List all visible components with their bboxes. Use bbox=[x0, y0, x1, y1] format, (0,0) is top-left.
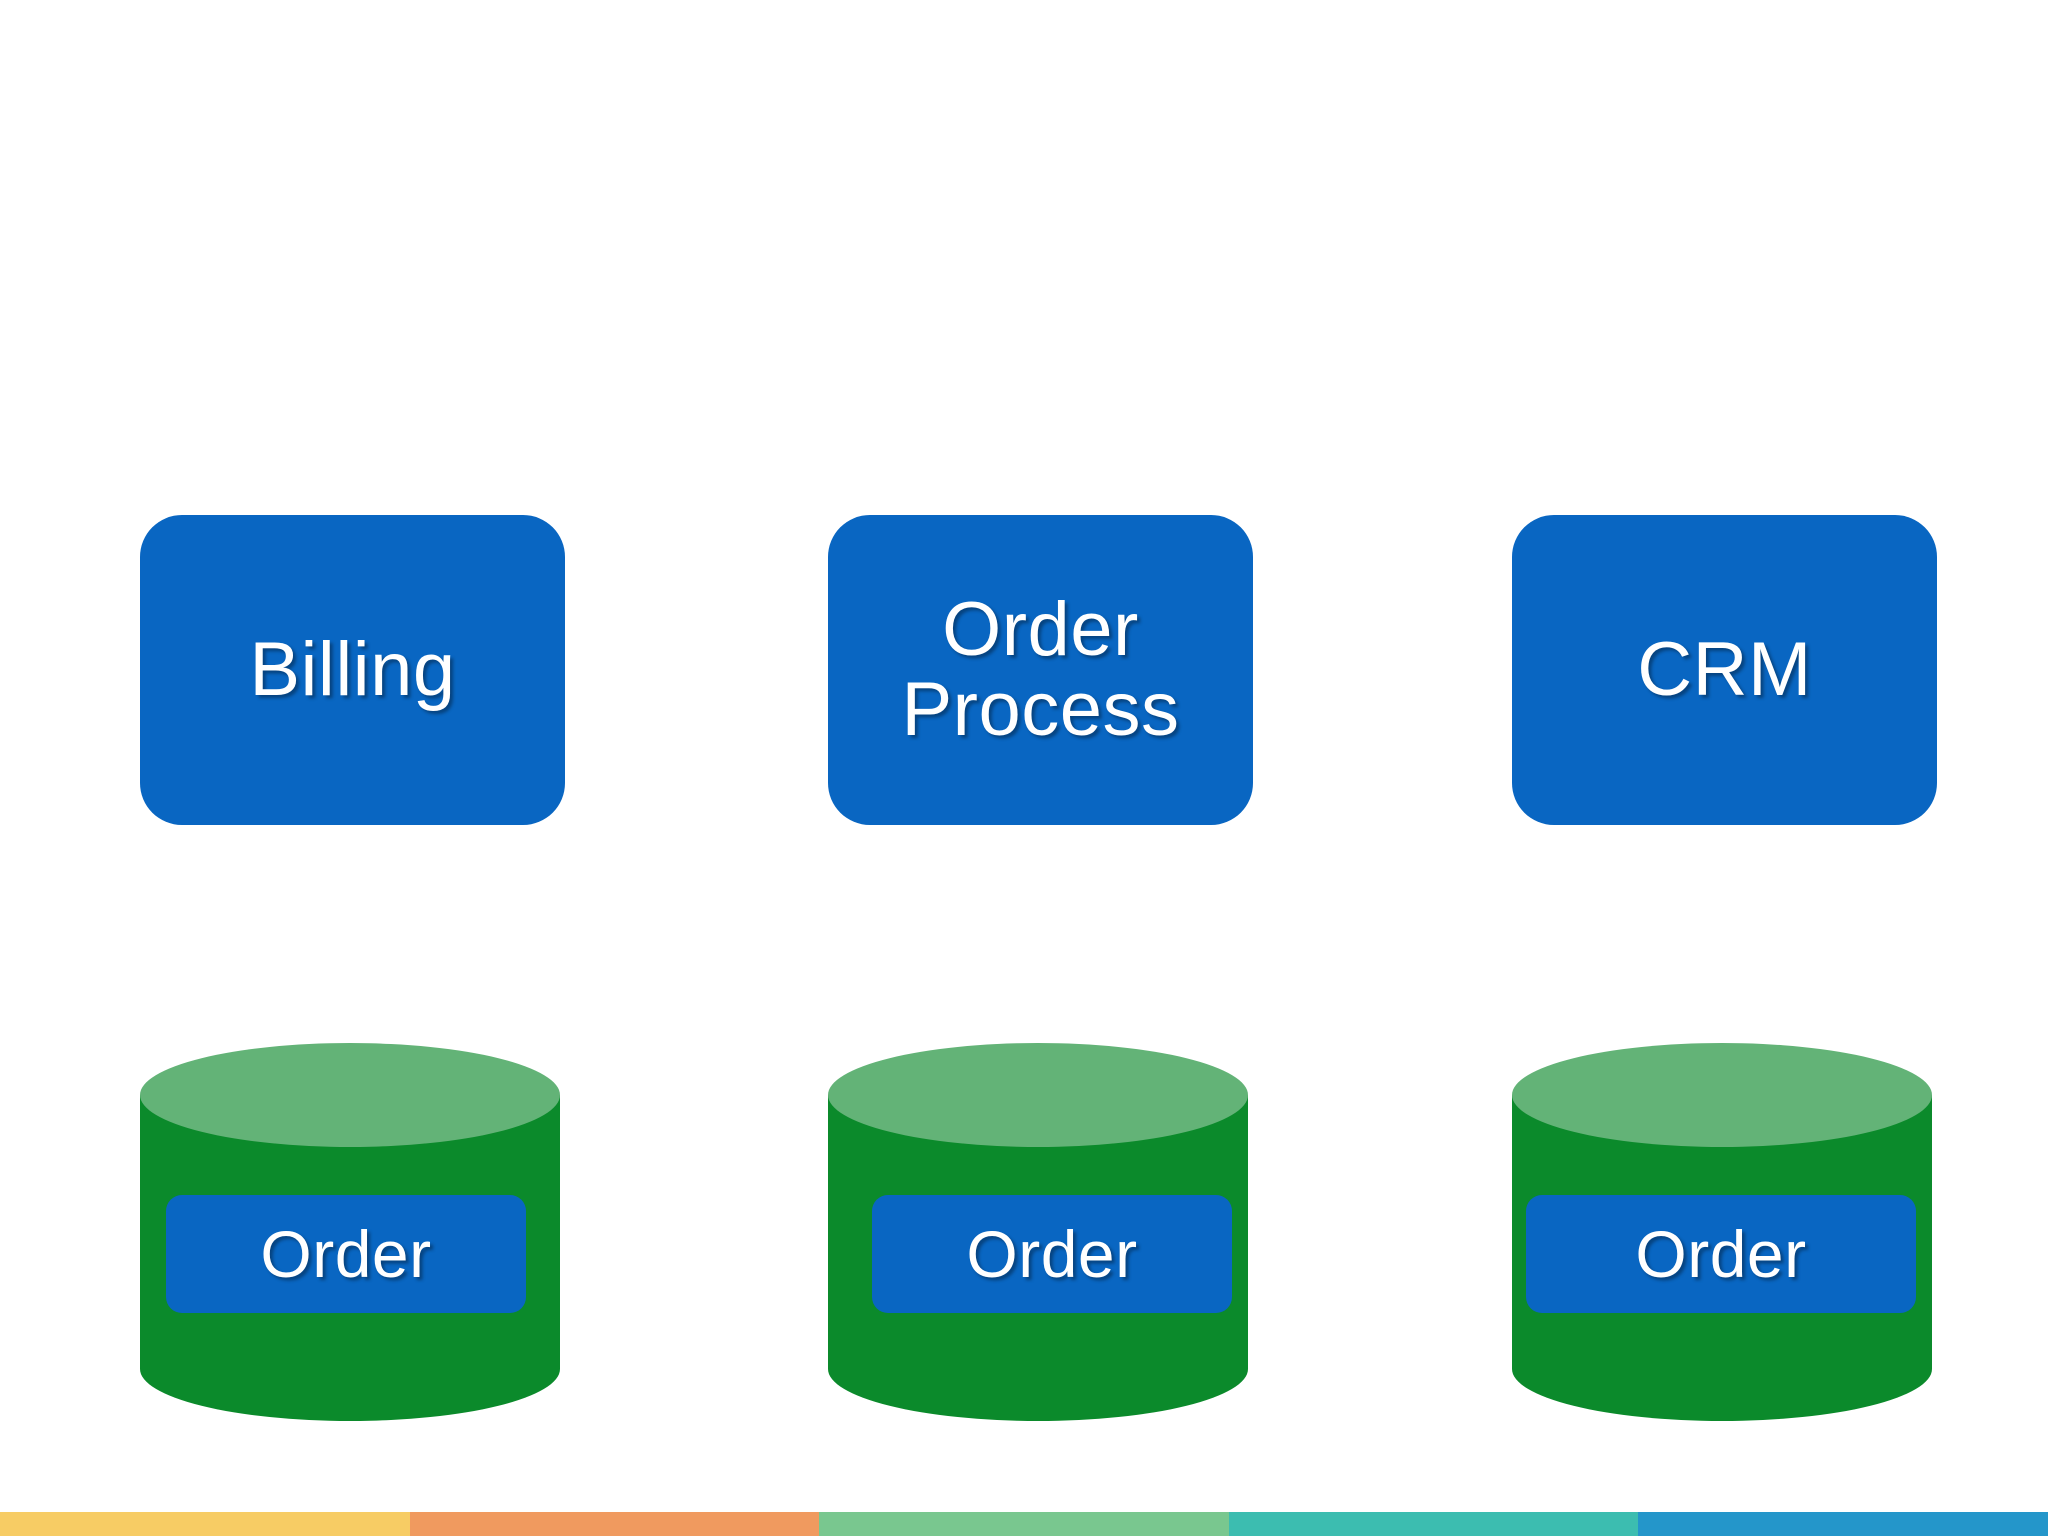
accent-segment-orange bbox=[409, 1512, 820, 1536]
accent-segment-green bbox=[819, 1512, 1229, 1536]
process-box-billing[interactable]: Billing bbox=[140, 515, 565, 825]
process-box-order-process-label: Order Process bbox=[901, 587, 1180, 752]
accent-strip bbox=[0, 1512, 2048, 1536]
order-badge-2-label: Order bbox=[966, 1217, 1138, 1291]
accent-segment-blue bbox=[1638, 1512, 2048, 1536]
process-box-crm-label: CRM bbox=[1637, 627, 1812, 713]
order-badge-3-label: Order bbox=[1635, 1217, 1807, 1291]
order-badge-1[interactable]: Order bbox=[166, 1195, 526, 1313]
database-cylinder-3[interactable]: Order bbox=[1512, 1043, 1932, 1421]
process-box-billing-label: Billing bbox=[249, 627, 456, 713]
process-box-order-process[interactable]: Order Process bbox=[828, 515, 1253, 825]
process-box-crm[interactable]: CRM bbox=[1512, 515, 1937, 825]
accent-segment-yellow bbox=[0, 1512, 410, 1536]
database-cylinder-1[interactable]: Order bbox=[140, 1043, 560, 1421]
database-cylinder-2[interactable]: Order bbox=[828, 1043, 1248, 1421]
accent-segment-teal bbox=[1228, 1512, 1639, 1536]
order-badge-1-label: Order bbox=[260, 1217, 432, 1291]
order-badge-2[interactable]: Order bbox=[872, 1195, 1232, 1313]
order-badge-3[interactable]: Order bbox=[1526, 1195, 1916, 1313]
